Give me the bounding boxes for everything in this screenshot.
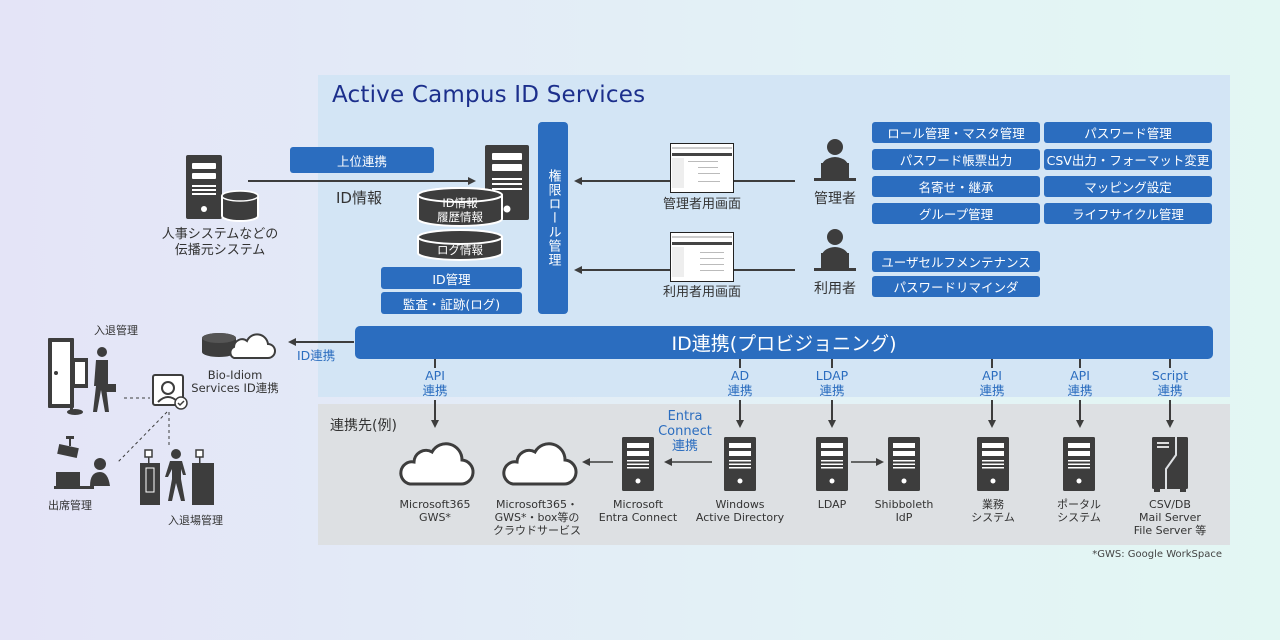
- history-db-icon: [417, 187, 503, 227]
- destination-label: Microsoft365 GWS*: [399, 498, 471, 524]
- id-management-button[interactable]: ID管理: [381, 267, 522, 289]
- footnote: *GWS: Google WorkSpace: [1092, 549, 1222, 560]
- user-screen-label: 利用者用画面: [662, 285, 741, 300]
- destination-label: ポータル システム: [1057, 498, 1101, 524]
- destination-label: Shibboleth IdP: [874, 498, 934, 524]
- fn-csv-output[interactable]: CSV出力・フォーマット変更: [1044, 149, 1212, 170]
- entry-exit-label: 入退管理: [94, 324, 138, 337]
- id-info-label: ID情報: [336, 189, 382, 207]
- admin-screen-label: 管理者用画面: [662, 197, 741, 212]
- log-db-icon: [417, 229, 503, 261]
- fn-password-report[interactable]: パスワード帳票出力: [872, 149, 1040, 170]
- server-icon: [622, 437, 654, 491]
- gate-label: 入退場管理: [168, 514, 223, 527]
- fn-password-management[interactable]: パスワード管理: [1044, 122, 1212, 143]
- attendance-camera-icon: [54, 436, 110, 489]
- server-icon: [724, 437, 756, 491]
- server-icon: [1063, 437, 1095, 491]
- admin-person-icon: [814, 139, 856, 181]
- upper-link-button[interactable]: 上位連携: [290, 147, 434, 173]
- audit-log-button[interactable]: 監査・証跡(ログ): [381, 292, 522, 314]
- bio-db-cloud-icon: [202, 333, 276, 359]
- role-management-bar[interactable]: 権限ロール管理: [538, 122, 568, 314]
- bio-idiom-label: Bio-Idiom Services ID連携: [191, 368, 279, 395]
- server-icon: [816, 437, 848, 491]
- entra-connect-link-label: Entra Connect 連携: [658, 409, 712, 454]
- database-icon: [221, 190, 259, 222]
- fn-mapping-settings[interactable]: マッピング設定: [1044, 176, 1212, 197]
- admin-screen-thumbnail: [670, 143, 734, 193]
- user-label: 利用者: [814, 281, 856, 297]
- storage-icon: [1152, 437, 1188, 492]
- fn-name-matching[interactable]: 名寄せ・継承: [872, 176, 1040, 197]
- destination-label: Windows Active Directory: [695, 498, 785, 524]
- door-terminal-icon: [48, 338, 116, 415]
- history-db-label: ID情報 履歴情報: [437, 196, 483, 224]
- attendance-label: 出席管理: [48, 499, 92, 512]
- cloud-icon: [399, 442, 475, 486]
- fn-user-self-maintenance[interactable]: ユーザセルフメンテナンス: [872, 251, 1040, 272]
- provisioning-bar[interactable]: ID連携(プロビジョニング): [355, 326, 1213, 359]
- destination-label: 業務 システム: [971, 498, 1015, 524]
- gate-icon: [140, 449, 214, 505]
- destination-label: CSV/DB Mail Server File Server 等: [1133, 498, 1207, 537]
- fn-role-master[interactable]: ロール管理・マスタ管理: [872, 122, 1040, 143]
- page-title: Active Campus ID Services: [332, 82, 646, 108]
- destinations-section-label: 連携先(例): [330, 418, 397, 434]
- user-screen-thumbnail: [670, 232, 734, 282]
- log-db-label: ログ情報: [437, 243, 483, 257]
- server-icon: [186, 155, 222, 219]
- destination-label: Microsoft Entra Connect: [598, 498, 678, 524]
- fn-group-management[interactable]: グループ管理: [872, 203, 1040, 224]
- destination-label: LDAP: [817, 498, 847, 511]
- fn-lifecycle-management[interactable]: ライフサイクル管理: [1044, 203, 1212, 224]
- server-icon: [888, 437, 920, 491]
- server-icon: [977, 437, 1009, 491]
- cloud-icon: [502, 442, 578, 486]
- face-recognition-icon: [152, 374, 188, 410]
- admin-label: 管理者: [814, 191, 856, 207]
- destination-label: Microsoft365・ GWS*・box等の クラウドサービス: [493, 498, 581, 537]
- bio-link-label: ID連携: [297, 348, 336, 363]
- user-person-icon: [814, 229, 856, 271]
- fn-password-reminder[interactable]: パスワードリマインダ: [872, 276, 1040, 297]
- source-system-label: 人事システムなどの 伝播元システム: [161, 227, 279, 258]
